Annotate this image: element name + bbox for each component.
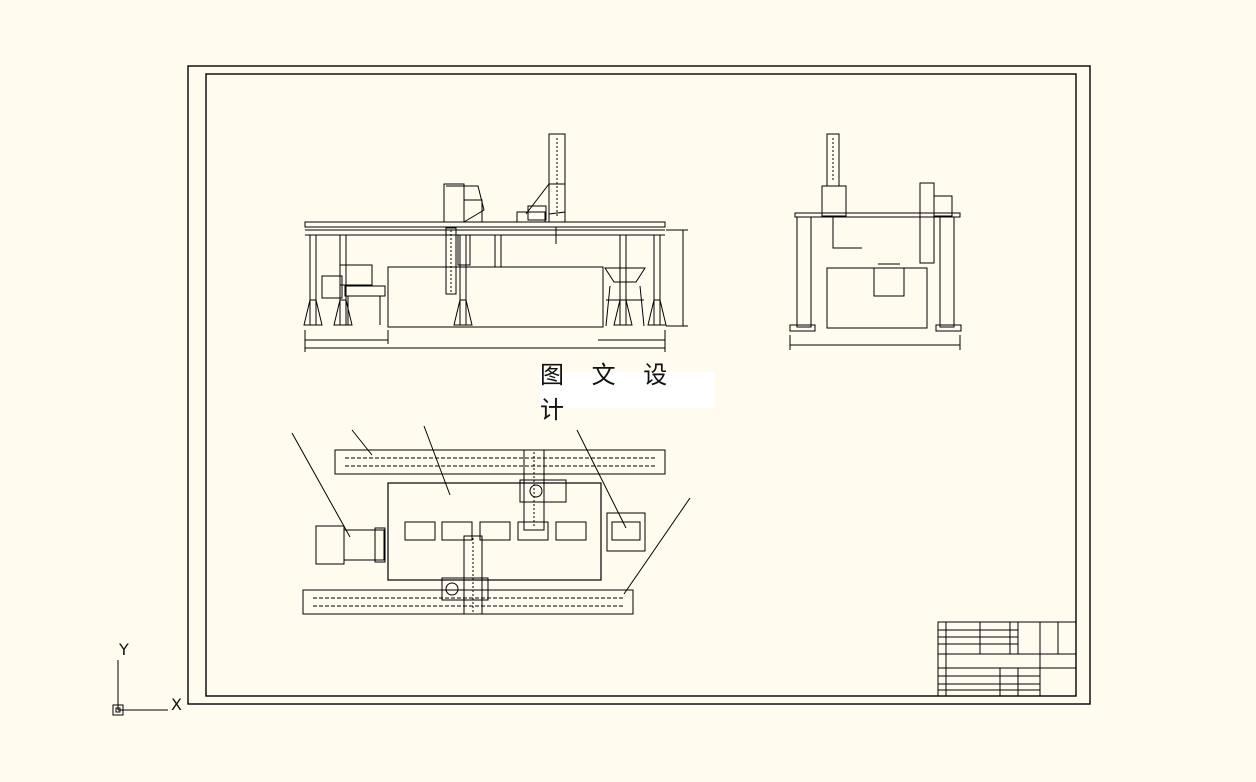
ucs-x-label: X [171,695,182,714]
drawing-frame [187,65,1091,705]
plan-view [291,425,691,615]
title-block [937,621,1077,697]
side-view [789,133,962,350]
front-view [303,133,688,352]
ucs-y-label: Y [119,640,129,659]
ucs-icon [112,660,168,716]
watermark: 图 文 设 计 [540,361,714,424]
